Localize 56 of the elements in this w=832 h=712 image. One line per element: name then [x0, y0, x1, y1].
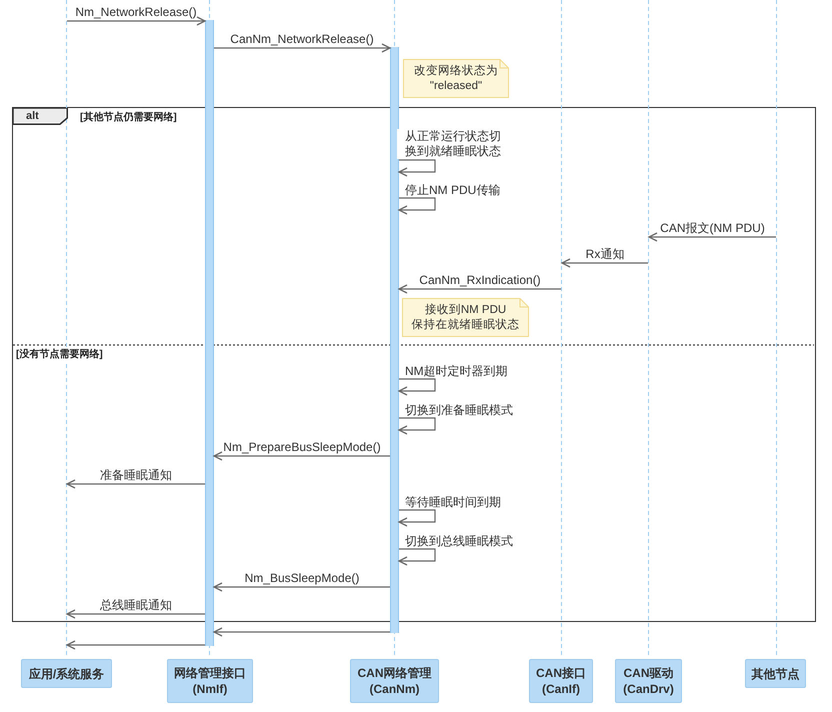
- message-label: CanNm_RxIndication(): [419, 273, 541, 287]
- message-label: Nm_NetworkRelease(): [75, 5, 197, 19]
- message-arrow: [66, 479, 205, 489]
- guard-condition: [其他节点仍需要网络]: [80, 112, 177, 124]
- participant-box: [167, 659, 253, 703]
- participant-box: [529, 659, 593, 703]
- message-arrow: [66, 640, 205, 650]
- participant-box: [745, 659, 806, 688]
- message-label: 准备睡眠通知: [100, 468, 172, 482]
- guard-condition: [没有节点需要网络]: [16, 349, 103, 361]
- activation-bar: [205, 20, 214, 646]
- activation-bar: [390, 47, 399, 633]
- participant-name: 其他节点: [752, 666, 800, 682]
- participant-name: CAN接口 (CanIf): [535, 665, 587, 697]
- message-label: Nm_BusSleepMode(): [244, 571, 360, 585]
- note-text: 接收到NM PDU 保持在就绪睡眠状态: [410, 302, 520, 332]
- message-label: 总线睡眠通知: [100, 598, 172, 612]
- participant-name: CAN驱动 (CanDrv): [622, 665, 675, 697]
- participant-name: 应用/系统服务: [28, 666, 104, 682]
- message-label: 等待睡眠时间到期: [405, 495, 501, 509]
- message-label: 切换到总线睡眠模式: [405, 534, 513, 548]
- participant-name: 网络管理接口 (NmIf): [173, 665, 247, 697]
- note-text: 改变网络状态为 "released": [413, 64, 499, 94]
- message-arrow: [561, 258, 648, 268]
- self-message-arrow: [398, 417, 436, 435]
- self-message-arrow: [398, 548, 436, 566]
- message-arrow: [398, 284, 561, 294]
- message-label: 停止NM PDU传输: [405, 183, 500, 197]
- message-arrow: [648, 232, 776, 242]
- self-message-arrow: [398, 159, 436, 177]
- lifeline: [561, 0, 562, 658]
- self-message-arrow: [398, 378, 436, 396]
- participant-box: [615, 659, 682, 703]
- message-label: Rx通知: [586, 247, 624, 261]
- note: [402, 298, 529, 337]
- fragment-operator-tab: alt: [13, 108, 68, 125]
- message-arrow: [213, 451, 390, 461]
- self-message-arrow: [398, 509, 436, 527]
- message-arrow: [213, 582, 390, 592]
- message-label: CanNm_NetworkRelease(): [230, 32, 374, 46]
- participant-box: [21, 659, 112, 688]
- lifeline: [776, 0, 777, 658]
- participant-name: CAN网络管理 (CanNm): [356, 665, 432, 697]
- message-arrow: [66, 609, 205, 619]
- message-arrow: [67, 16, 206, 26]
- message-label: 切换到准备睡眠模式: [405, 403, 513, 417]
- lifeline: [66, 0, 67, 658]
- lifeline: [648, 0, 649, 658]
- message-arrow: [213, 627, 390, 637]
- message-arrow: [214, 43, 391, 53]
- participant-box: [350, 659, 439, 703]
- message-label: NM超时定时器到期: [405, 364, 508, 378]
- note: [403, 59, 509, 98]
- message-label: Nm_PrepareBusSleepMode(): [223, 440, 381, 454]
- message-label: CAN报文(NM PDU): [660, 221, 765, 235]
- self-message-arrow: [398, 197, 436, 215]
